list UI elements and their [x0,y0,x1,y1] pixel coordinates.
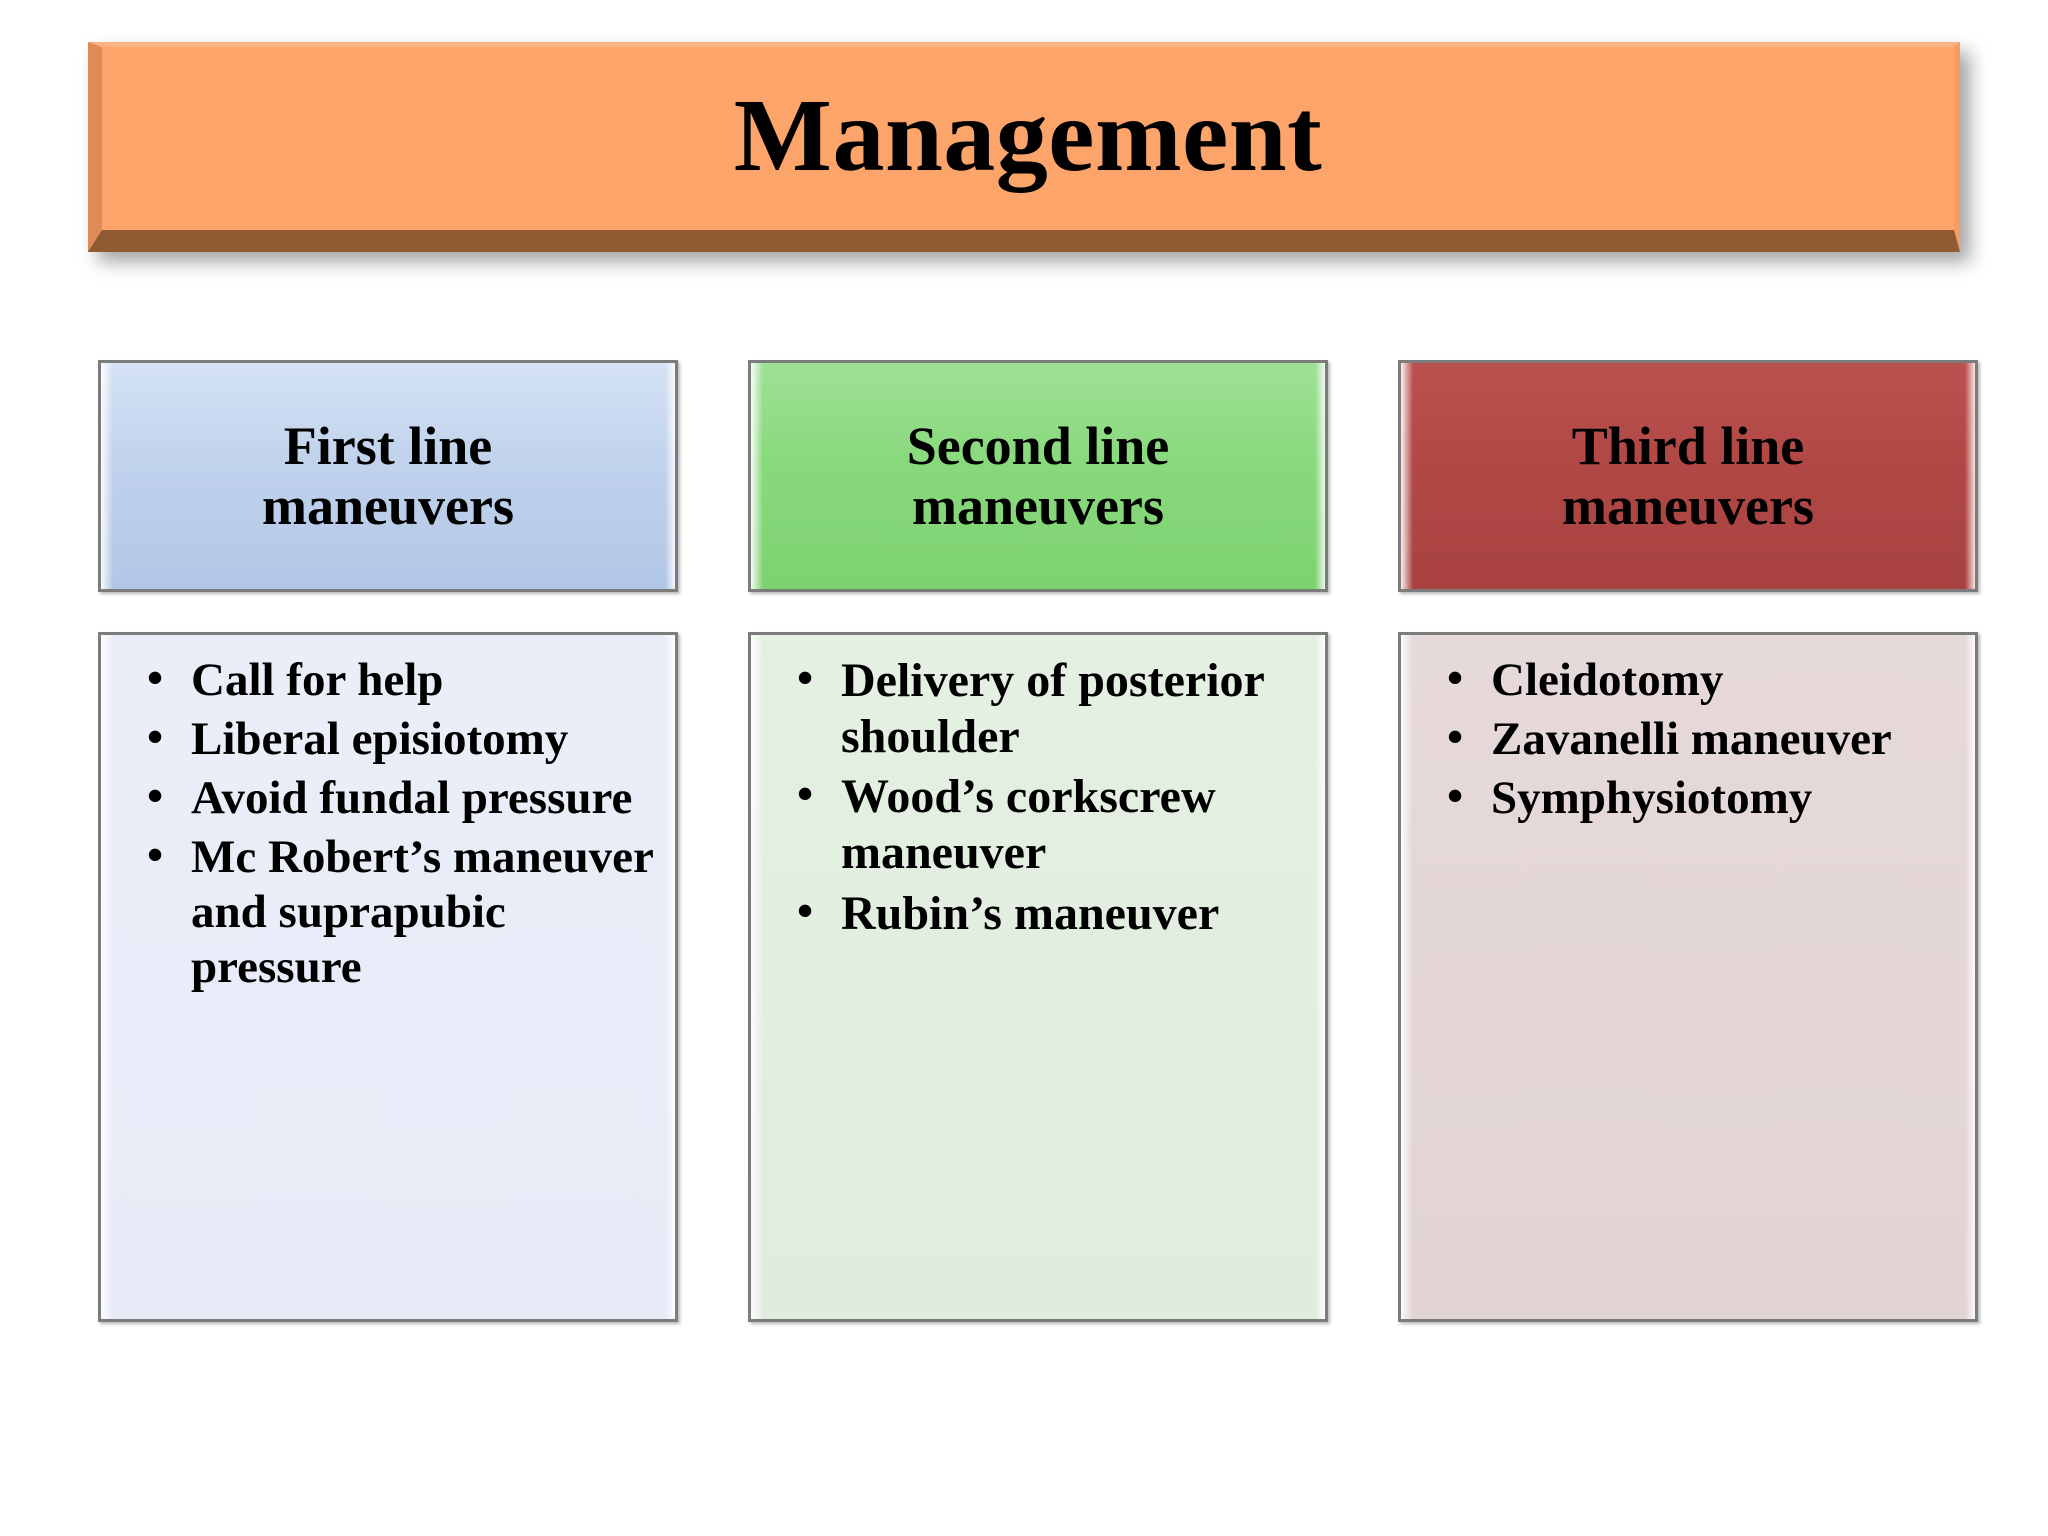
list-item: Symphysiotomy [1439,769,1959,826]
column-header-line2: maneuvers [1562,476,1814,536]
title-banner: Management [88,42,1970,262]
column-header-label: Second line maneuvers [885,416,1192,537]
list-item: Rubin’s maneuver [789,884,1309,942]
list-item: Cleidotomy [1439,651,1959,708]
column-header-label: Third line maneuvers [1540,416,1836,537]
column-body-first-line: Call for help Liberal episiotomy Avoid f… [98,632,678,1322]
column-body-third-line: Cleidotomy Zavanelli maneuver Symphysiot… [1398,632,1978,1322]
page-title: Management [733,77,1323,193]
title-banner-body: Management [88,42,1960,252]
list-item: Mc Robert’s maneuver and suprapubic pres… [139,828,659,995]
list-item: Avoid fundal pressure [139,769,659,826]
column-second-line: Second line maneuvers Delivery of poster… [748,360,1328,1322]
bullet-list-second-line: Delivery of posterior shoulder Wood’s co… [767,651,1309,942]
column-header-line1: Second line [906,415,1170,476]
list-item: Call for help [139,651,659,708]
column-third-line: Third line maneuvers Cleidotomy Zavanell… [1398,360,1978,1322]
column-header-line1: First line [283,415,493,476]
column-header-line2: maneuvers [912,476,1164,536]
column-header-first-line[interactable]: First line maneuvers [98,360,678,592]
column-header-line1: Third line [1571,415,1805,476]
column-header-line2: maneuvers [262,476,514,536]
list-item: Delivery of posterior shoulder [789,651,1309,765]
bullet-list-first-line: Call for help Liberal episiotomy Avoid f… [117,651,659,995]
column-header-second-line[interactable]: Second line maneuvers [748,360,1328,592]
list-item: Liberal episiotomy [139,710,659,767]
column-header-third-line[interactable]: Third line maneuvers [1398,360,1978,592]
column-first-line: First line maneuvers Call for help Liber… [98,360,678,1322]
bullet-list-third-line: Cleidotomy Zavanelli maneuver Symphysiot… [1417,651,1959,826]
list-item: Zavanelli maneuver [1439,710,1959,767]
list-item: Wood’s corkscrew maneuver [789,767,1309,881]
column-body-second-line: Delivery of posterior shoulder Wood’s co… [748,632,1328,1322]
column-header-label: First line maneuvers [240,416,536,537]
